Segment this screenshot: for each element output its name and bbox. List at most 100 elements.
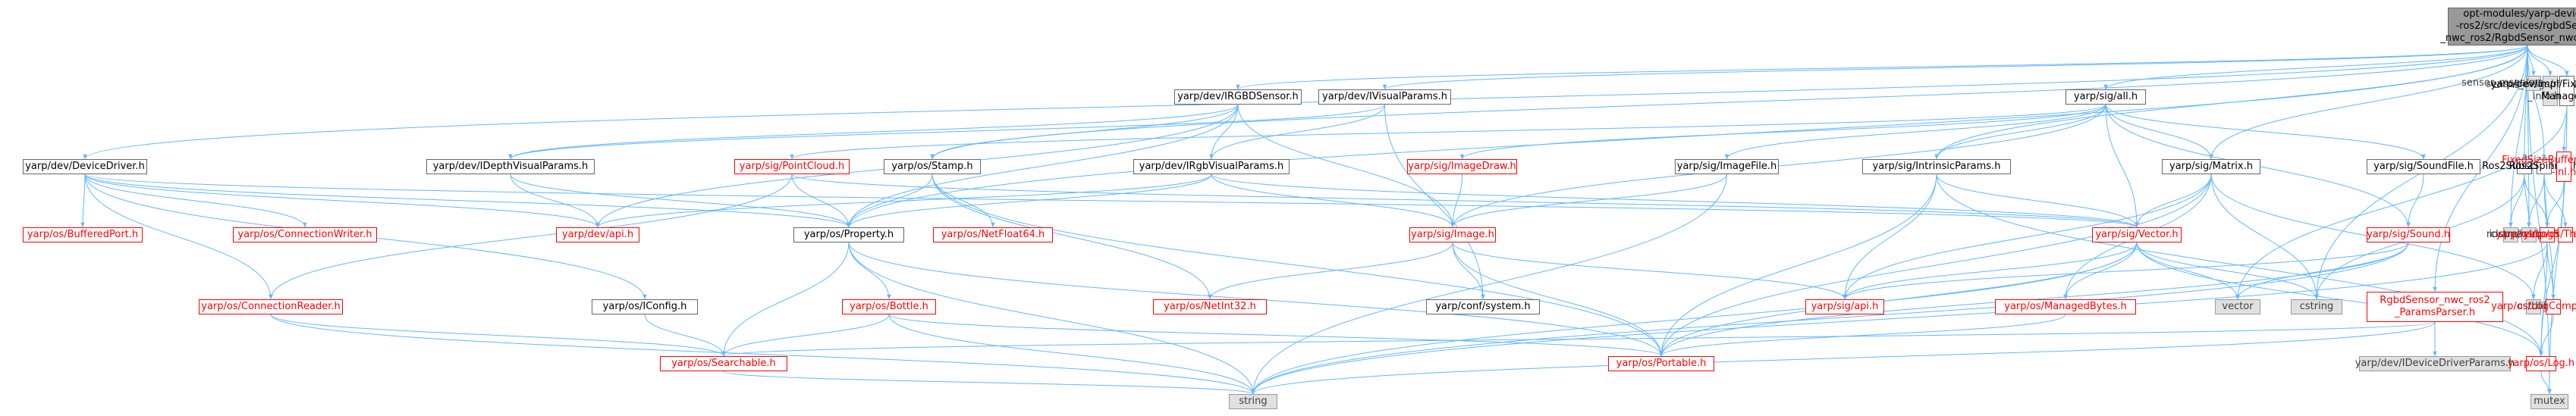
edge-stamp-to-property [847,174,933,228]
node-thread: yarp/os/Thread.h [2524,227,2576,242]
edge-ivisualparams-to-irgbvisual [1209,104,1385,160]
edge-pointcloud-to-property [791,174,851,228]
edge-vector-to-sigapi [1842,242,2138,300]
edge-imagefile-to-string [1251,174,1727,395]
edge-fixedbuf-to-std_vector [2235,105,2568,300]
edge-soundfile-to-sound [2406,174,2424,228]
edge-root-to-devicedriver [83,45,2528,160]
node-connectionreader: yarp/os/ConnectionReader.h [199,299,343,314]
edge-root-to-fixedbuf [2527,45,2569,77]
node-vector: yarp/sig/Vector.h [2092,227,2182,242]
edge-image-to-netint [1208,242,1453,300]
edge-sound-to-std_vector [2235,242,2409,300]
edge-bottle-to-searchable [721,314,890,357]
edge-sigall-to-matrix [2105,104,2213,160]
edge-devicedriver-to-connreader [84,174,273,300]
edge-root-to-sigall [2103,45,2528,90]
node-irgbdsensor[interactable]: yarp/dev/IRGBDSensor.h [1174,89,1302,105]
node-idevicedriverparams: yarp/dev/IDeviceDriverParams.h [2355,356,2515,371]
edge-ivisualparams-to-idepthvisual [508,104,1385,160]
edge-fixedbuf_inl-to-logstream [2545,181,2565,228]
edge-irgbvisual-to-image [1211,174,1455,228]
node-idepthvisualparams[interactable]: yarp/dev/IDepthVisualParams.h [426,159,595,174]
node-managedbytes: yarp/os/ManagedBytes.h [1995,299,2136,314]
edge-managedbytes-to-portable [1659,314,2066,357]
edge-stamp-to-netfloat [931,174,995,228]
edge-image-to-confsystem [1452,242,1485,300]
edge-idepthvisual-to-devapi [510,174,600,228]
edge-irgbdsensor-to-idepthvisual [508,104,1239,160]
node-devicedriver[interactable]: yarp/dev/DeviceDriver.h [23,159,147,174]
edge-matrix-to-sigapi [1842,174,2212,300]
node-imagedraw: yarp/sig/ImageDraw.h [1407,159,1517,174]
edge-log-to-mutex [2540,371,2552,395]
edge-sigall-to-imagefile [1724,104,2106,160]
node-ivisualparams[interactable]: yarp/dev/IVisualParams.h [1318,89,1451,105]
edge-stamp-to-portable [931,174,1663,357]
edge-sigall-to-soundfile [2105,104,2426,160]
edge-image-to-sigapi [1452,242,1847,300]
edge-irgbvisual-to-property [847,174,1212,228]
edge-logstream-to-log [2539,242,2548,357]
node-bufferedport: yarp/os/BufferedPort.h [23,227,143,242]
edge-iconfig-to-searchable [644,314,726,357]
node-property[interactable]: yarp/os/Property.h [793,227,904,242]
edge-imagedraw-to-image [1450,174,1462,228]
edge-sigall-to-vector [2105,104,2139,228]
node-fixedsizebuffersmanager-inl: FixedSizeBuffersManager -inl.h [2502,152,2576,182]
edge-intrinsic-to-portable [1659,174,1937,357]
edge-vector-to-cstring [2136,242,2319,300]
edge-devicedriver-to-vector [84,174,2139,228]
edge-irgbvisual-to-vector [1211,174,2139,228]
edge-pointcloud-to-connreader [269,174,793,300]
node-dev-api: yarp/dev/api.h [556,227,639,242]
node-conf-system[interactable]: yarp/conf/system.h [1426,299,1540,314]
edge-logstream-to-string [1251,242,2548,395]
node-cstring: cstring [2291,299,2342,314]
edge-root-to-mutex [2527,45,2552,395]
node-string: string [1229,394,1277,409]
edge-root-to-matrix [2209,45,2528,160]
edge-sigall-to-image [1450,104,2106,228]
node-soundfile[interactable]: yarp/sig/SoundFile.h [2367,159,2480,174]
edge-sound-to-string [1251,242,2409,395]
node-irgbvisualparams[interactable]: yarp/dev/IRgbVisualParams.h [1133,159,1290,174]
edge-devicedriver-to-devapi [84,174,600,228]
edge-root-to-rclcpp [2527,45,2531,228]
edge-logcomponent-to-log [2539,314,2554,357]
edge-matrix-to-vector [2135,174,2212,228]
node-matrix[interactable]: yarp/sig/Matrix.h [2162,159,2260,174]
edge-root-to-ivisualparams [1383,45,2528,90]
node-mutex: mutex [2530,394,2568,409]
edge-paramsparser-to-searchable [721,321,2436,357]
node-searchable: yarp/os/Searchable.h [660,356,787,371]
edge-irgbvisual-to-devapi [595,174,1212,228]
node-sig-all[interactable]: yarp/sig/all.h [2066,89,2146,105]
edge-ivisualparams-to-confsystem [1384,104,1485,300]
edge-pointcloud-to-vector [791,174,2139,228]
edge-connreader-to-searchable [270,314,726,357]
node-imagefile[interactable]: yarp/sig/ImageFile.h [1675,159,1779,174]
edge-devicedriver-to-property [84,174,851,228]
root-header-node: opt-modules/yarp-devices -ros2/src/devic… [2440,8,2576,45]
edge-searchable-to-string [723,371,1255,395]
edge-sigall-to-imagedraw [1459,104,2106,160]
edge-root-to-ros2spin [2527,45,2546,160]
edge-irgbdsensor-to-irgbvisual [1209,104,1239,160]
edge-sound-to-sigapi [1842,242,2409,300]
node-logcomponent: yarp/os/LogComponent.h [2491,299,2576,314]
node-iconfig[interactable]: yarp/os/IConfig.h [592,299,698,314]
edge-matrix-to-portable [1659,174,2212,357]
edge-bottle-to-string [888,314,1255,395]
node-stamp[interactable]: yarp/os/Stamp.h [884,159,981,174]
edge-root-to-paramsparser [2433,45,2528,292]
node-log: yarp/os/Log.h [2508,356,2574,371]
node-std-vector: vector [2215,299,2260,314]
node-intrinsicparams[interactable]: yarp/sig/IntrinsicParams.h [1862,159,2011,174]
node-fixedsizebuffersmanager[interactable]: yarp/dev/impl/FixedSizeBuffers Manager.h [2490,76,2576,106]
node-pointcloud: yarp/sig/PointCloud.h [734,159,850,174]
edge-vector-to-std_vector [2136,242,2240,300]
edge-irgbdsensor-to-stamp [930,104,1239,160]
